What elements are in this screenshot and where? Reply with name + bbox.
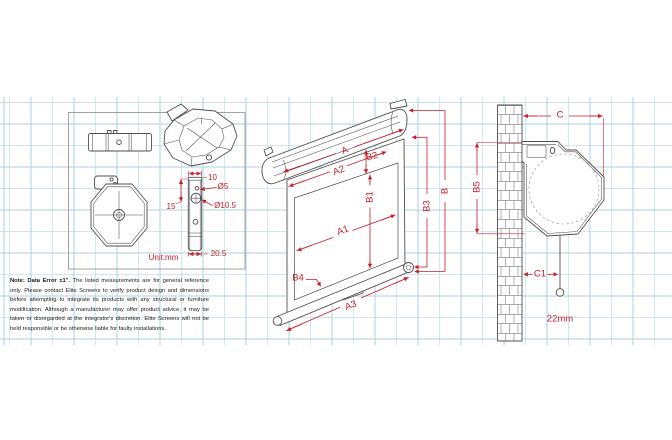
- bracket-top-view: [88, 130, 152, 152]
- dim-label-b2: B2: [364, 149, 379, 164]
- dim-label-b: B: [439, 187, 451, 195]
- detail-dimension-lines: [175, 170, 217, 257]
- dim-label-c: C: [556, 109, 564, 121]
- screen-front-drawing: [261, 99, 446, 332]
- screen-side-drawing: [474, 104, 605, 342]
- unit-label: Unit:mm: [148, 252, 179, 262]
- front-dimension-lines: [283, 108, 446, 332]
- housing-side-profile: [521, 141, 605, 237]
- dim-label-cord: 22mm: [546, 312, 574, 324]
- dim-label-c1: C1: [533, 268, 547, 280]
- roller-housing: [261, 99, 408, 185]
- pull-cord: [555, 235, 565, 297]
- dim-label-15: 15: [166, 201, 176, 211]
- dim-label-b5: B5: [471, 181, 483, 193]
- disclaimer-note: Note: Data Error ±1". The listed measure…: [10, 277, 209, 334]
- endcap-isometric-view: [163, 103, 238, 167]
- mounting-strip-view: [187, 176, 203, 252]
- disclaimer-note-body: The listed measurements are for general …: [10, 278, 209, 332]
- detail-panel-drawing: [68, 103, 246, 270]
- dim-label-b4: B4: [292, 272, 304, 284]
- side-dimension-lines: [474, 113, 604, 277]
- disclaimer-note-lead: Note: Data Error ±1".: [10, 278, 71, 284]
- bottom-weight-bar: [272, 262, 414, 327]
- endcap-front-view: [90, 175, 148, 247]
- brick-wall: [497, 105, 522, 341]
- dim-label-10: 10: [208, 172, 217, 182]
- dim-label-o10-5: Ø10.5: [214, 201, 236, 210]
- dim-label-20-5: 20.5: [210, 249, 227, 258]
- dim-label-b1: B1: [364, 190, 376, 203]
- dim-label-b3: B3: [421, 200, 433, 212]
- dim-label-o5: Ø5: [217, 182, 229, 191]
